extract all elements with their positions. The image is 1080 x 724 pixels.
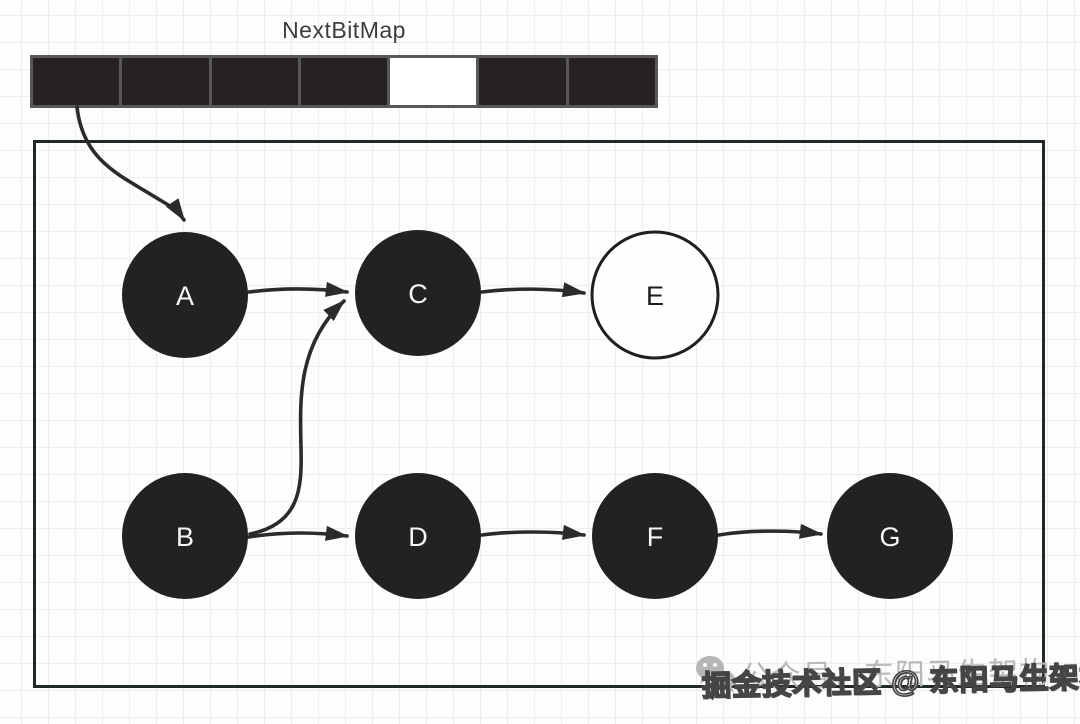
graph-container-rect — [33, 140, 1045, 688]
node-B: B — [122, 473, 248, 599]
edge-A-to-C — [247, 281, 349, 297]
edge-D-to-F — [480, 524, 586, 540]
node-group: A B C D E F G — [122, 230, 953, 599]
node-circle-F — [592, 473, 718, 599]
bitmap-title: NextBitMap — [282, 17, 406, 43]
node-label-B: B — [176, 522, 194, 552]
watermark-outlined-label: 掘金技术社区 @ 东阳马生架构 — [701, 661, 1080, 704]
edge-B-to-C — [248, 299, 346, 536]
bitmap-cell-5 — [476, 58, 566, 105]
node-circle-D — [355, 473, 481, 599]
node-circle-G — [827, 473, 953, 599]
bitmap-cell-0 — [33, 58, 120, 105]
bitmap-cell-4 — [387, 58, 477, 105]
bitmap-cell-2 — [208, 58, 298, 105]
node-label-C: C — [408, 279, 428, 309]
edge-group — [75, 105, 823, 541]
node-circle-C — [355, 230, 481, 356]
edge-F-to-G — [717, 523, 823, 539]
edge-C-to-E — [480, 282, 586, 298]
next-bitmap — [30, 55, 658, 108]
bitmap-cell-3 — [297, 58, 388, 105]
wechat-icon — [694, 653, 738, 700]
node-F: F — [592, 473, 718, 599]
node-circle-A — [122, 232, 248, 358]
node-circle-E — [590, 230, 720, 360]
bitmap-cell-6 — [565, 58, 655, 105]
node-D: D — [355, 473, 481, 599]
edge-B-to-D — [247, 525, 349, 541]
node-E: E — [590, 230, 720, 360]
node-label-D: D — [408, 522, 428, 552]
node-label-G: G — [879, 522, 900, 552]
node-circle-B — [122, 473, 248, 599]
node-label-A: A — [176, 281, 194, 311]
node-label-E: E — [646, 281, 664, 311]
node-label-F: F — [647, 522, 664, 552]
edge-bitmap-to-A — [75, 105, 186, 222]
bitmap-cell-1 — [119, 58, 209, 105]
node-A: A — [122, 232, 248, 358]
node-G: G — [827, 473, 953, 599]
node-C: C — [355, 230, 481, 356]
